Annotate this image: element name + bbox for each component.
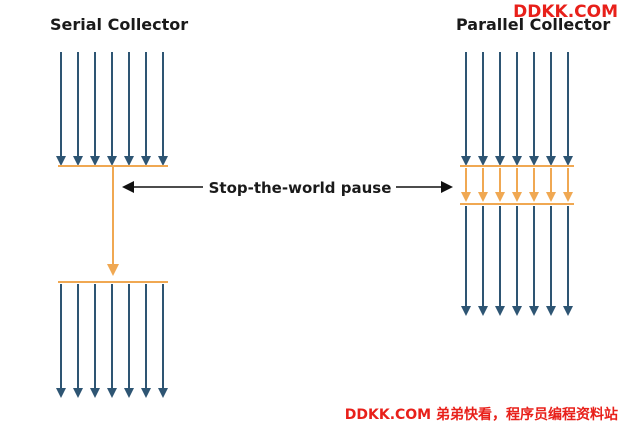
serial-app-threads-after xyxy=(56,284,168,398)
down-arrow-icon xyxy=(141,156,151,166)
parallel-app-threads-before xyxy=(461,52,573,166)
serial-app-threads-before xyxy=(56,52,168,166)
double-headed-arrow-icon xyxy=(122,181,453,193)
down-arrow-icon xyxy=(512,192,522,202)
down-arrow-icon xyxy=(495,306,505,316)
watermark-top: DDKK.COM xyxy=(513,2,618,22)
down-arrow-icon xyxy=(495,192,505,202)
down-arrow-icon xyxy=(90,156,100,166)
down-arrow-icon xyxy=(124,388,134,398)
serial-gc-thread xyxy=(107,166,119,276)
stop-the-world-pause-label: Stop-the-world pause xyxy=(209,179,392,197)
down-arrow-icon xyxy=(478,192,488,202)
down-arrow-icon xyxy=(90,388,100,398)
down-arrow-icon xyxy=(563,156,573,166)
parallel-app-threads-after xyxy=(461,206,573,316)
down-arrow-icon xyxy=(546,192,556,202)
down-arrow-icon xyxy=(529,156,539,166)
gc-arrowhead-icon xyxy=(107,264,119,276)
down-arrow-icon xyxy=(563,192,573,202)
down-arrow-icon xyxy=(546,156,556,166)
down-arrow-icon xyxy=(158,388,168,398)
down-arrow-icon xyxy=(512,156,522,166)
down-arrow-icon xyxy=(73,156,83,166)
down-arrow-icon xyxy=(478,156,488,166)
down-arrow-icon xyxy=(158,156,168,166)
down-arrow-icon xyxy=(478,306,488,316)
down-arrow-icon xyxy=(73,388,83,398)
down-arrow-icon xyxy=(461,156,471,166)
down-arrow-icon xyxy=(141,388,151,398)
down-arrow-icon xyxy=(529,192,539,202)
down-arrow-icon xyxy=(107,156,117,166)
down-arrow-icon xyxy=(546,306,556,316)
down-arrow-icon xyxy=(56,156,66,166)
serial-collector-title: Serial Collector xyxy=(50,15,188,34)
down-arrow-icon xyxy=(124,156,134,166)
parallel-collector-title: Parallel Collector xyxy=(456,15,610,34)
watermark-bottom: DDKK.COM 弟弟快看，程序员编程资料站 xyxy=(344,407,618,423)
down-arrow-icon xyxy=(529,306,539,316)
down-arrow-icon xyxy=(461,306,471,316)
down-arrow-icon xyxy=(56,388,66,398)
down-arrow-icon xyxy=(563,306,573,316)
down-arrow-icon xyxy=(107,388,117,398)
down-arrow-icon xyxy=(461,192,471,202)
parallel-gc-threads xyxy=(461,168,573,202)
down-arrow-icon xyxy=(512,306,522,316)
down-arrow-icon xyxy=(495,156,505,166)
